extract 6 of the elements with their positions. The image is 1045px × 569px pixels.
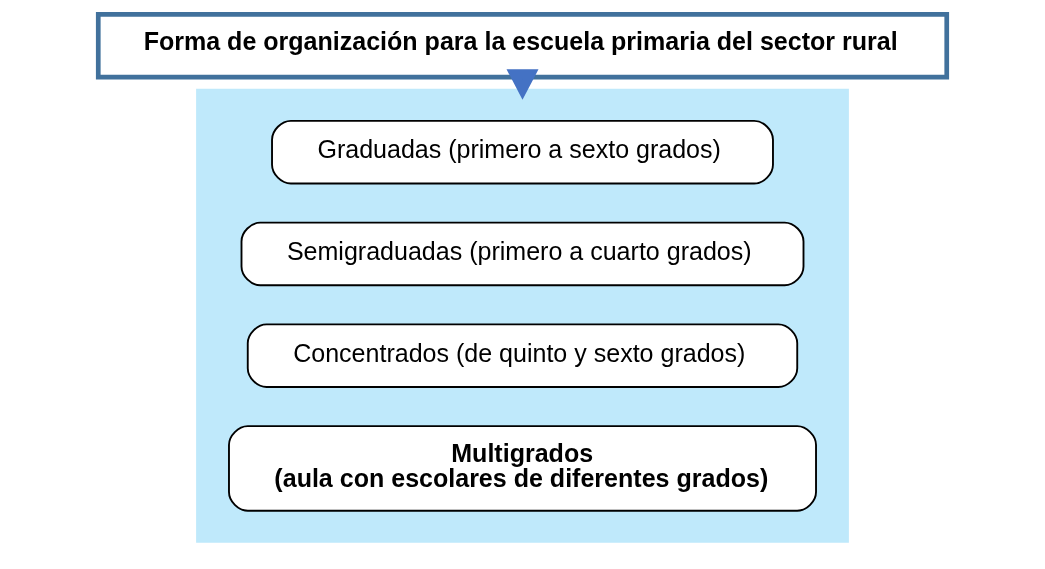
node-box: Semigraduadas (primero a cuarto grados) xyxy=(240,221,805,287)
node-box: Graduadas (primero a sexto grados) xyxy=(271,119,774,185)
node-box: Concentrados (de quinto y sexto grados) xyxy=(246,323,799,388)
arrow xyxy=(506,69,539,100)
cluster xyxy=(196,88,849,543)
node-box: Multigrados (aula con escolares de diferentes grados) xyxy=(228,425,817,512)
